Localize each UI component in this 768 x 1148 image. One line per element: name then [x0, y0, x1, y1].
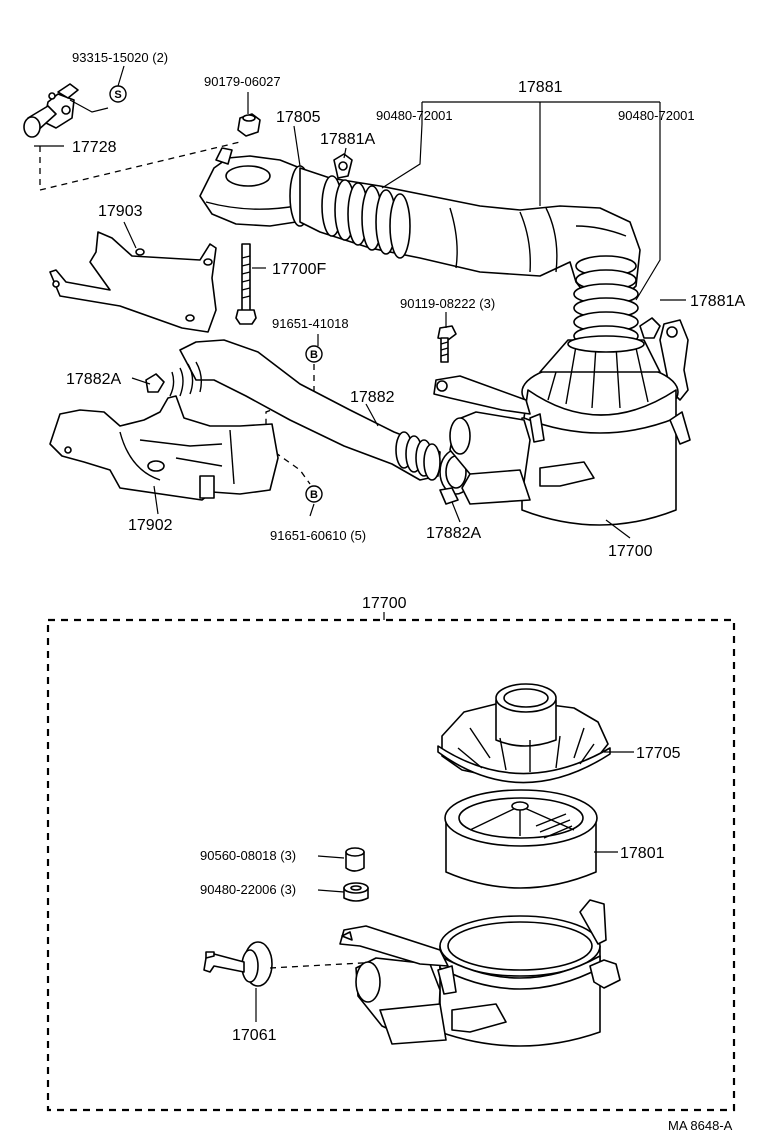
- label-17881: 17881: [518, 79, 563, 96]
- label-17061: 17061: [232, 1027, 277, 1044]
- clamp-17882A-left: [145, 373, 165, 393]
- svg-text:S: S: [114, 89, 121, 101]
- svg-text:B: B: [310, 349, 318, 361]
- label-90119-08222: 90119-08222 (3): [400, 296, 495, 311]
- label-91651-60610: 91651-60610 (5): [270, 528, 366, 543]
- grommet-90480-22006: [343, 882, 369, 902]
- label-91651-41018: 91651-41018: [272, 316, 349, 331]
- filter-element-17801: [444, 789, 598, 889]
- heat-shield-17903: [49, 231, 217, 333]
- label-17705: 17705: [636, 745, 681, 762]
- bolt-17700F: [235, 243, 257, 325]
- lid-17705: [437, 683, 611, 784]
- intake-hose-17881: [299, 167, 641, 361]
- label-17700F: 17700F: [272, 261, 326, 278]
- screw-symbol: S: [109, 85, 127, 103]
- clamp-17881A-right: [639, 317, 689, 401]
- air-cleaner-assy-17700: [433, 335, 691, 526]
- label-90480-72001-b: 90480-72001: [618, 108, 695, 123]
- label-17882: 17882: [350, 389, 395, 406]
- label-17902: 17902: [128, 517, 173, 534]
- bolt-90119-08222: [437, 325, 457, 363]
- spacer-90560-08018: [345, 847, 365, 872]
- group-boundary: [46, 618, 736, 1112]
- svg-text:B: B: [310, 489, 318, 501]
- label-90560-08018: 90560-08018 (3): [200, 848, 296, 863]
- valve-17061: [203, 941, 273, 987]
- label-17881A-top: 17881A: [320, 131, 375, 148]
- label-90179-06027: 90179-06027: [204, 74, 281, 89]
- label-93315-15020: 93315-15020 (2): [72, 50, 168, 65]
- label-17700-group: 17700: [362, 595, 407, 612]
- label-17881A-right: 17881A: [690, 293, 745, 310]
- bolt-symbol-b-upper: B: [305, 345, 323, 363]
- intake-hose-17882: [169, 339, 441, 481]
- label-17903: 17903: [98, 203, 143, 220]
- label-17700-assy: 17700: [608, 543, 653, 560]
- label-17805: 17805: [276, 109, 321, 126]
- label-17882A-bottom: 17882A: [426, 525, 481, 542]
- label-17801: 17801: [620, 845, 665, 862]
- label-17728: 17728: [72, 139, 117, 156]
- bracket-housing-17902: [49, 395, 279, 501]
- label-17882A-left: 17882A: [66, 371, 121, 388]
- bolt-symbol-b-lower: B: [305, 485, 323, 503]
- diagram-code: MA 8648-A: [668, 1118, 733, 1133]
- nut-90179-06027: [237, 113, 261, 137]
- intake-connector-17805: [199, 147, 311, 227]
- air-cleaner-case: [339, 899, 621, 1047]
- label-90480-22006: 90480-22006 (3): [200, 882, 296, 897]
- clamp-17881A-top: [333, 153, 353, 179]
- label-90480-72001-a: 90480-72001: [376, 108, 453, 123]
- fitting-17728: [23, 83, 109, 138]
